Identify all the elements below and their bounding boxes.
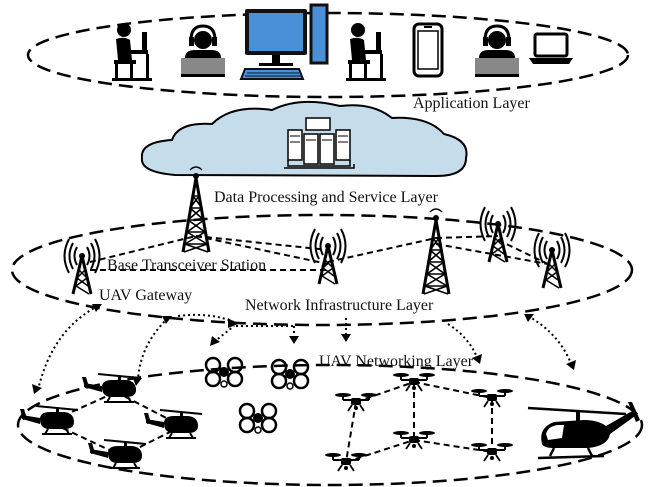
helicopter-icon — [87, 439, 147, 469]
headset-operator-icon — [179, 24, 227, 79]
smartphone-icon — [412, 22, 444, 78]
laptop-icon — [527, 32, 575, 66]
multirotor-drone-icon — [470, 388, 514, 408]
helicopter-icon — [527, 402, 640, 460]
network-infrastructure-layer-boundary — [10, 213, 634, 327]
helicopter-icon — [143, 409, 203, 439]
person-desk-icon — [346, 23, 386, 81]
data-processing-layer-label: Data Processing and Service Layer — [214, 189, 438, 206]
application-layer-label: Application Layer — [413, 95, 530, 112]
radio-tower-icon — [181, 165, 211, 254]
multirotor-drone-icon — [334, 392, 378, 412]
antenna-icon — [63, 237, 101, 296]
uav-networking-layer-boundary — [16, 363, 644, 487]
antenna-icon — [533, 231, 571, 290]
server-rack-icon — [284, 117, 355, 169]
person-desk-icon — [112, 23, 152, 81]
uav-networking-layer-label: UAV Networking Layer — [319, 353, 474, 370]
uav-gateway-label: UAV Gateway — [99, 287, 193, 304]
headset-operator-icon — [473, 24, 521, 79]
quadcopter-icon — [238, 402, 278, 435]
base-transceiver-station-label: Base Transceiver Station — [107, 257, 267, 274]
network-infrastructure-layer-label: Network Infrastructure Layer — [245, 297, 434, 314]
multirotor-drone-icon — [324, 452, 368, 472]
radio-tower-icon — [421, 207, 451, 296]
desktop-computer-icon — [239, 3, 329, 80]
quadcopter-icon — [204, 356, 244, 389]
multirotor-drone-icon — [392, 372, 436, 392]
antenna-icon — [309, 227, 347, 286]
multirotor-drone-icon — [470, 442, 514, 462]
